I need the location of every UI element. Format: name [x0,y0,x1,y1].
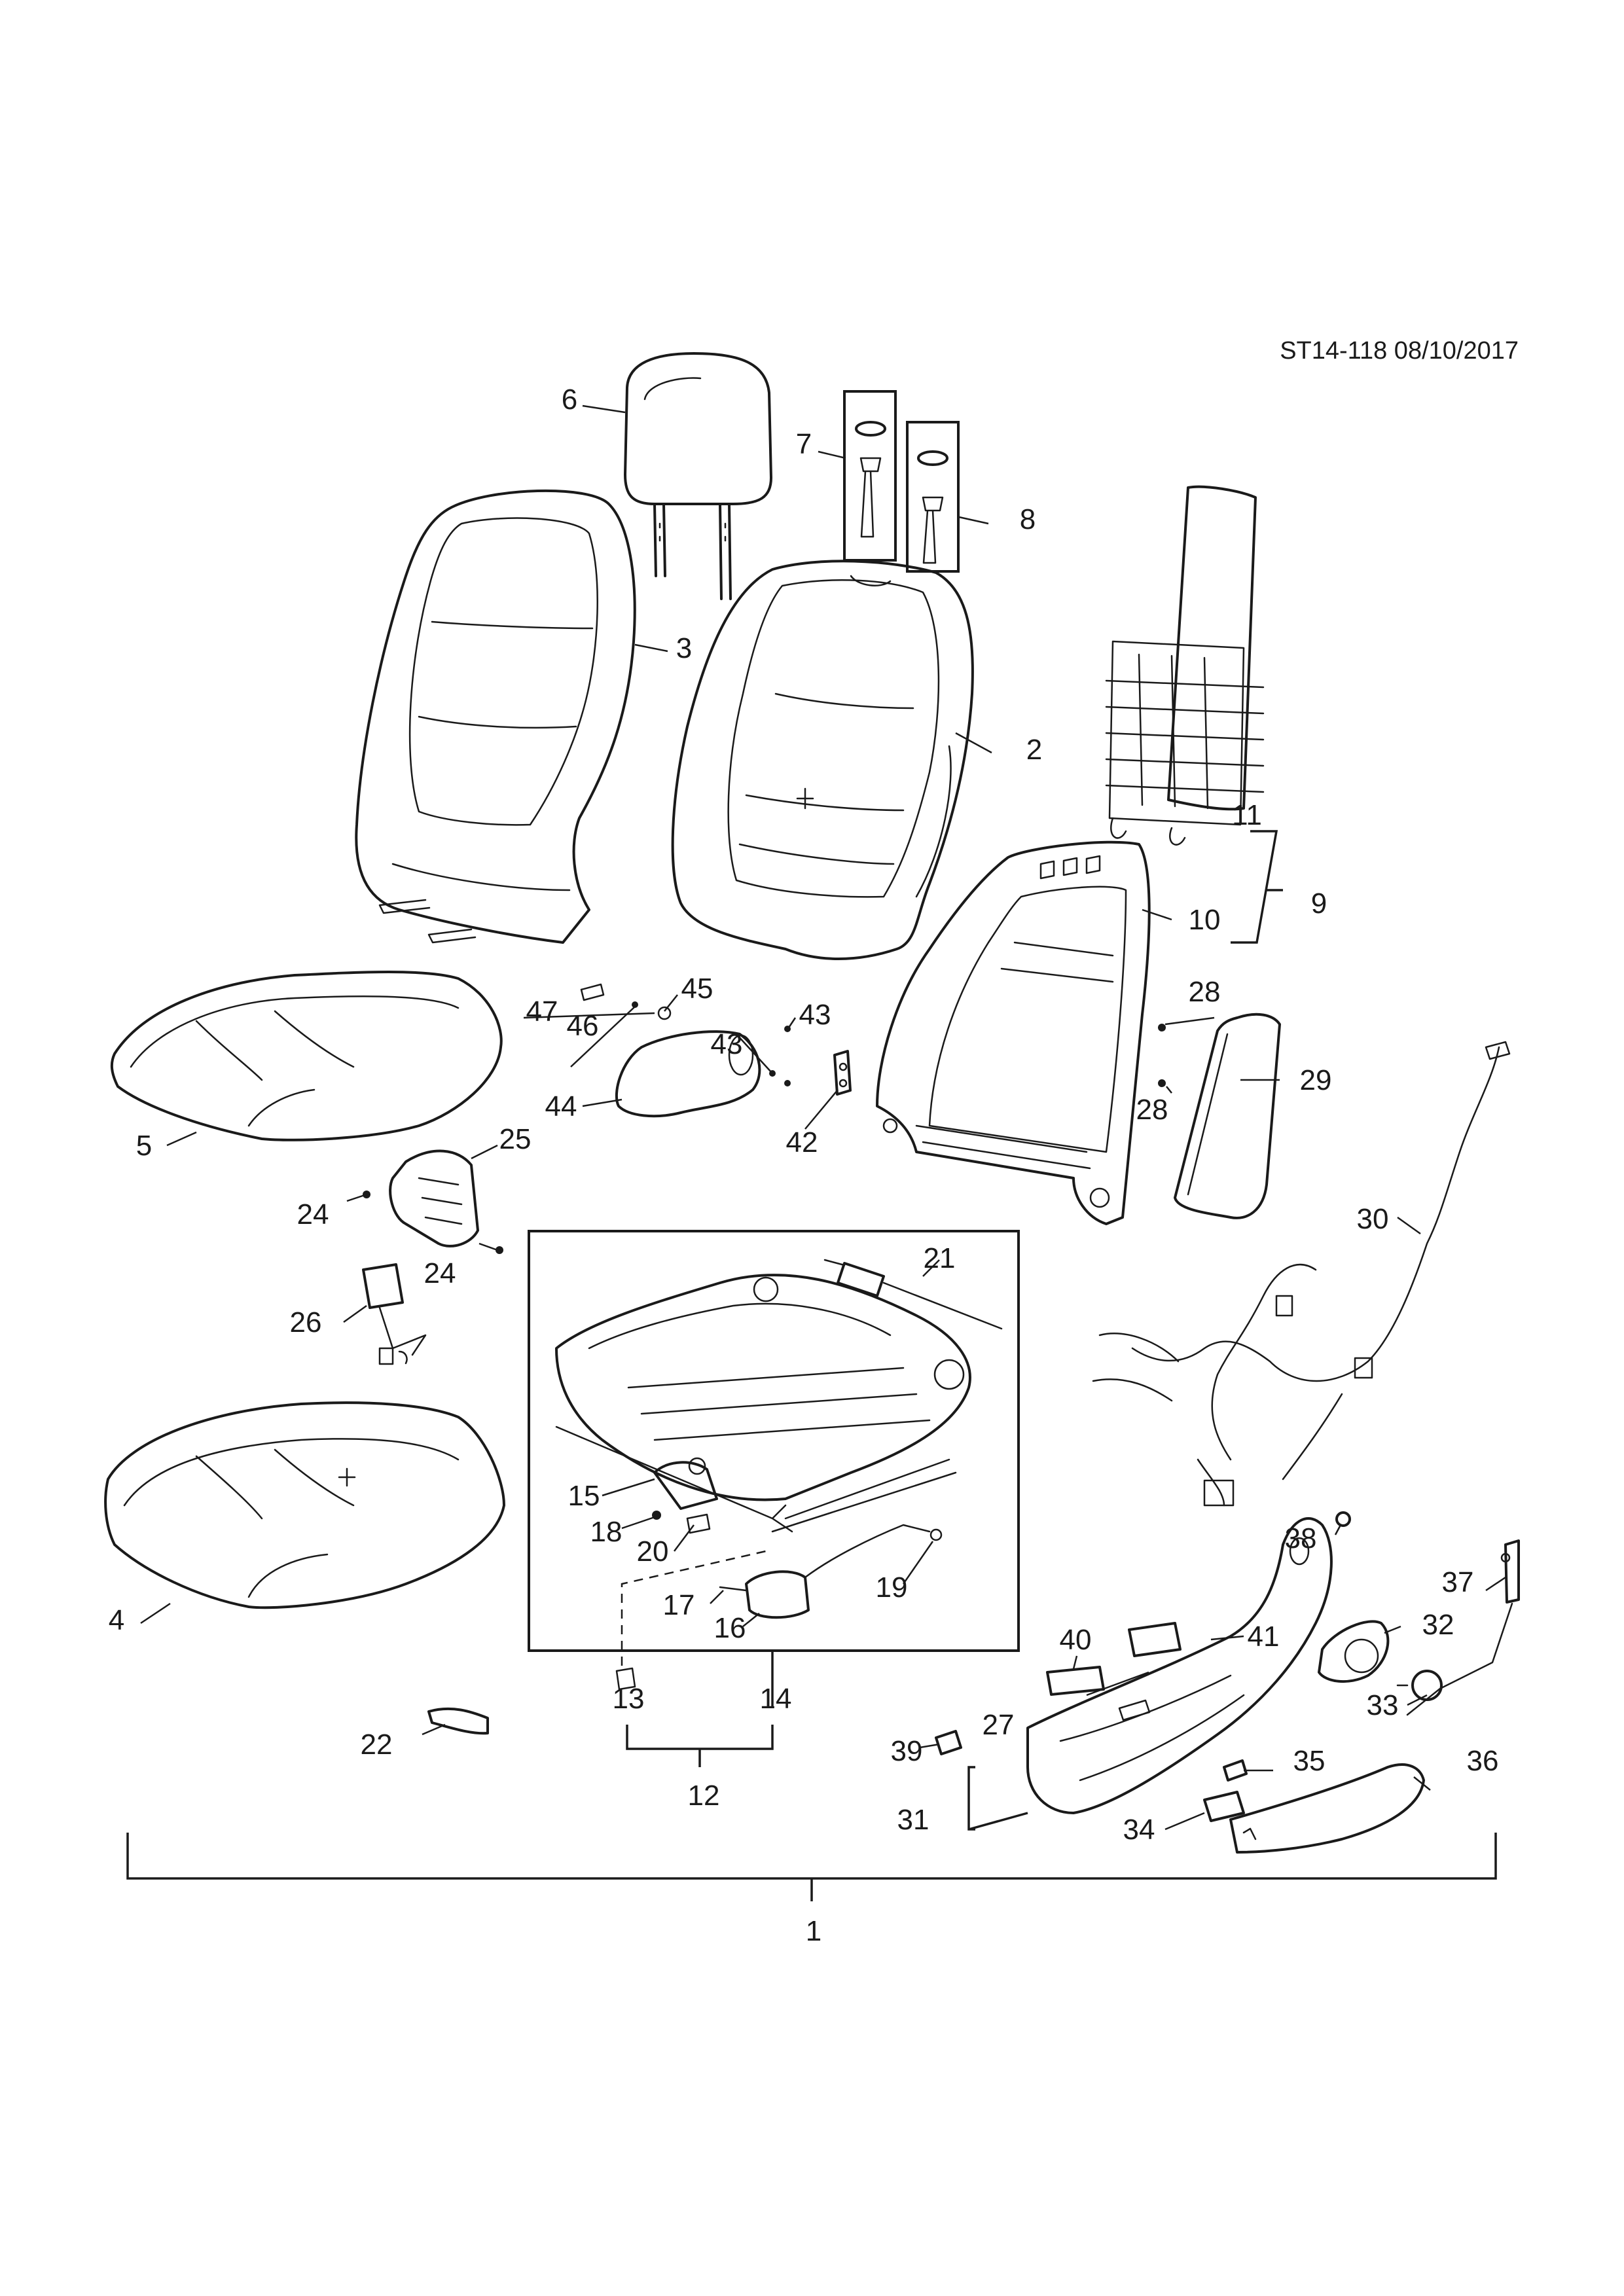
part-seatback-frame [876,840,1151,1225]
callout-11: 11 [1232,799,1262,831]
part-seatback-foam [671,560,974,960]
diagram-reference-code: ST14-118 08/10/2017 [1280,337,1519,365]
callout-45: 45 [681,973,713,1005]
part-wiring-harness [1092,1041,1511,1507]
part-side-airbag [1174,1013,1281,1219]
part-release-handle [427,1707,489,1735]
callout-22: 22 [361,1729,393,1761]
callout-32: 32 [1422,1609,1454,1641]
callout-19: 19 [876,1571,908,1604]
callout-9: 9 [1311,888,1327,920]
part-side-bracket [363,1149,503,1254]
callout-24a: 24 [297,1198,329,1230]
inset-box-seat-adjuster [528,1230,1020,1691]
callout-29: 29 [1300,1064,1332,1096]
part-headrest [624,352,772,600]
callout-7: 7 [796,428,812,460]
callout-2: 2 [1026,734,1042,766]
callout-38: 38 [1285,1522,1317,1554]
part-seat-cushion-cover [110,971,503,1141]
part-lower-trim [1203,1759,1425,1854]
part-lumbar-support [1105,485,1265,846]
callout-43a: 43 [799,999,831,1031]
callout-36: 36 [1467,1745,1499,1777]
part-nut [1335,1511,1351,1527]
callout-1: 1 [806,1915,821,1947]
callout-15: 15 [568,1480,600,1512]
callout-28b: 28 [1136,1094,1168,1126]
callout-26: 26 [290,1306,322,1338]
callout-31: 31 [897,1804,929,1836]
part-seat-side-trim [1026,1517,1333,1814]
screw-28-b [1158,1079,1166,1087]
callout-21: 21 [924,1242,956,1274]
callout-10: 10 [1189,904,1221,936]
callout-43b: 43 [711,1028,743,1060]
callout-30: 30 [1357,1203,1389,1235]
part-seat-belt-buckle [362,1263,427,1365]
callout-labels: 1 2 3 4 5 6 7 8 9 10 11 12 13 14 15 16 1… [109,384,1499,1947]
part-seatback-cover [355,489,636,944]
part-headrest-guide-8 [906,421,960,573]
callout-18: 18 [590,1516,623,1548]
callout-8: 8 [1020,503,1036,535]
leader-lines [140,404,1506,1831]
part-armrest [580,983,852,1118]
callout-5: 5 [136,1130,152,1162]
part-headrest-guide-7 [843,390,897,562]
callout-4: 4 [109,1604,124,1636]
callout-17: 17 [663,1589,695,1621]
part-lever [1406,1539,1520,1716]
callout-47: 47 [526,996,558,1028]
callout-27: 27 [983,1709,1015,1741]
callout-42: 42 [786,1126,818,1158]
part-knob [1318,1620,1443,1701]
callout-13: 13 [613,1683,645,1715]
callout-40: 40 [1060,1624,1092,1656]
callout-16: 16 [714,1612,746,1644]
callout-24b: 24 [424,1257,456,1289]
callout-44: 44 [545,1090,577,1122]
callout-46: 46 [567,1010,599,1042]
callout-41: 41 [1248,1621,1280,1653]
screw-24-b [496,1246,503,1254]
brackets [126,830,1497,1901]
callout-20: 20 [637,1535,669,1568]
callout-34: 34 [1123,1814,1155,1846]
callout-14: 14 [760,1683,792,1715]
callout-37: 37 [1442,1566,1474,1598]
callout-25: 25 [499,1123,532,1155]
callout-3: 3 [676,632,692,664]
callout-33: 33 [1367,1689,1399,1721]
screw-28-a [1158,1024,1166,1031]
callout-12: 12 [688,1780,720,1812]
callout-39: 39 [891,1735,923,1767]
part-seat-cushion-foam [104,1401,505,1609]
screw-43-c [784,1080,791,1086]
callout-6: 6 [562,384,577,416]
callout-35: 35 [1293,1745,1326,1777]
part-switches [935,1622,1182,1755]
callout-28a: 28 [1189,976,1221,1008]
